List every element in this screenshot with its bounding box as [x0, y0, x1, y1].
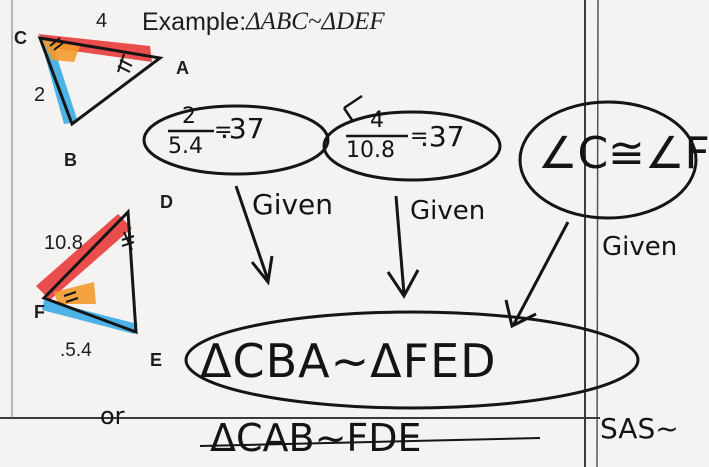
side-ca-length: 4: [96, 10, 108, 32]
oval-ratio-1: [142, 104, 330, 176]
reason-label: SAS~: [600, 412, 679, 445]
arrow-given-2: [386, 195, 420, 299]
arrow-tail-mark: [342, 94, 363, 121]
given-label-2: Given: [410, 196, 486, 226]
similarity-statement: ΔABC~ΔDEF: [246, 8, 385, 35]
side-fe-length: .5.4: [60, 340, 92, 361]
ratio-2-denominator: 10.8: [346, 138, 395, 163]
given-label-1: Given: [252, 188, 334, 221]
or-label: or: [100, 402, 125, 430]
arrow-given-1: [234, 185, 274, 286]
ratio-2-numerator: 4: [370, 108, 384, 133]
triangle-def: [41, 208, 138, 335]
ratio-1-equals: =: [214, 118, 233, 143]
conclusion-statement: ΔCBA~ΔFED: [200, 334, 497, 388]
side-cb-length: 2: [34, 84, 46, 106]
ratio-2-result: .37: [420, 120, 465, 153]
ratio-1-denominator: 5.4: [168, 134, 203, 159]
oval-ratio-2: [322, 110, 502, 182]
right-border-line-2: [596, 0, 599, 467]
arrow-given-3: [504, 221, 570, 329]
alternate-statement: ΔCAB~FDE: [210, 416, 422, 460]
vertex-d-label: D: [160, 192, 173, 212]
angle-mark-c: [49, 37, 65, 51]
side-fd-length: 10.8: [44, 232, 83, 254]
vertex-c-label: C: [14, 28, 27, 48]
angle-mark-d: [121, 231, 135, 251]
ratio-1-result: .37: [220, 112, 265, 145]
vertex-e-label: E: [150, 350, 163, 370]
ratio-1-numerator: 2: [182, 104, 196, 129]
oval-conclusion: [184, 310, 640, 410]
angle-mark-f: [63, 291, 79, 303]
vertex-b-label: B: [64, 150, 77, 170]
angle-statement: ∠C≅∠F: [538, 128, 709, 179]
example-label: Example:: [142, 8, 247, 36]
given-label-3: Given: [602, 232, 678, 262]
ratio-2-equals: =: [410, 124, 429, 149]
triangle-abc: [37, 36, 164, 127]
vertex-a-label: A: [176, 58, 189, 78]
vertex-f-label: F: [34, 302, 45, 322]
oval-angle: [518, 100, 698, 220]
alternate-underline: [199, 437, 541, 447]
angle-mark-a: [117, 53, 133, 73]
blue-highlight-def: [42, 300, 138, 334]
